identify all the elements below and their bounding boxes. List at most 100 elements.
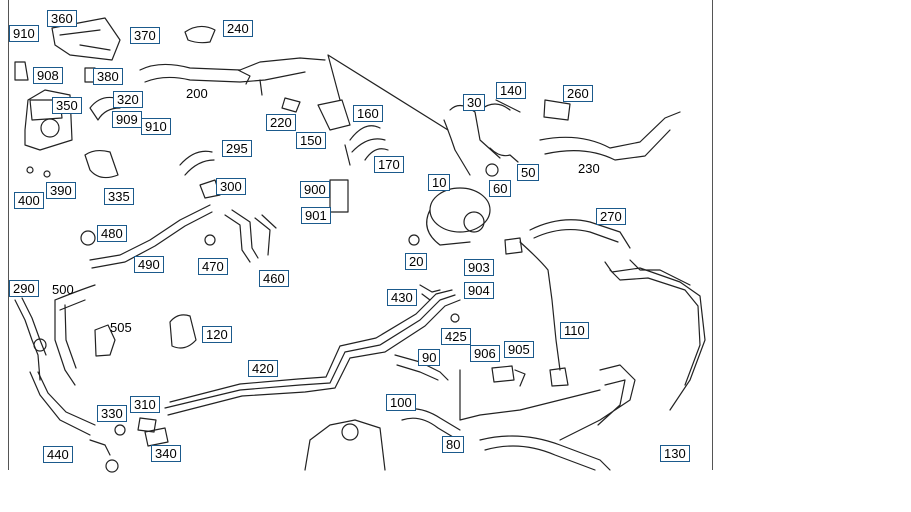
- hose-part: [259, 79, 263, 96]
- callout-label[interactable]: 240: [223, 20, 253, 37]
- bracket-part: [329, 179, 349, 213]
- callout-label[interactable]: 909: [112, 111, 142, 128]
- callout-label[interactable]: 480: [97, 225, 127, 242]
- callout-label[interactable]: 320: [113, 91, 143, 108]
- hose-part: [179, 150, 215, 176]
- callout-label[interactable]: 260: [563, 85, 593, 102]
- diagram-plain-label: 200: [186, 86, 208, 101]
- line-part: [169, 289, 453, 403]
- callout-label[interactable]: 90: [418, 349, 441, 366]
- bolt-part: [419, 284, 441, 301]
- callout-label[interactable]: 460: [259, 270, 289, 287]
- callout-label[interactable]: 905: [504, 341, 534, 358]
- diagram-plain-label: 500: [52, 282, 74, 297]
- connector-part: [504, 237, 523, 255]
- callout-label[interactable]: 160: [353, 105, 383, 122]
- callout-label[interactable]: 440: [43, 446, 73, 463]
- callout-label[interactable]: 901: [301, 207, 331, 224]
- line-part: [89, 204, 213, 269]
- callout-label[interactable]: 400: [14, 192, 44, 209]
- hose-part: [349, 125, 386, 153]
- line-part: [559, 364, 636, 441]
- diagram-plain-label: 230: [578, 161, 600, 176]
- clip-part: [184, 25, 216, 44]
- callout-label[interactable]: 290: [9, 280, 39, 297]
- clamp-part: [199, 179, 221, 199]
- hose-part: [254, 214, 277, 256]
- hose-part: [394, 354, 449, 381]
- callout-label[interactable]: 420: [248, 360, 278, 377]
- callout-label[interactable]: 360: [47, 10, 77, 27]
- sleeve-part: [144, 427, 169, 447]
- callout-label[interactable]: 295: [222, 140, 252, 157]
- callout-label[interactable]: 370: [130, 27, 160, 44]
- callout-label[interactable]: 140: [496, 82, 526, 99]
- clamp-part: [94, 324, 116, 357]
- hose-part: [364, 148, 389, 161]
- diagram-frame: [8, 0, 713, 470]
- connector-part: [514, 369, 526, 387]
- callout-label[interactable]: 30: [463, 94, 486, 111]
- callout-label[interactable]: 10: [428, 174, 451, 191]
- callout-label[interactable]: 470: [198, 258, 228, 275]
- bracket-part: [59, 29, 111, 51]
- callout-label[interactable]: 100: [386, 394, 416, 411]
- callout-label[interactable]: 910: [141, 118, 171, 135]
- callout-label[interactable]: 904: [464, 282, 494, 299]
- clamp-part: [84, 149, 119, 179]
- reservoir-part: [304, 419, 386, 471]
- line-part: [519, 241, 561, 371]
- callout-label[interactable]: 430: [387, 289, 417, 306]
- callout-label[interactable]: 490: [134, 256, 164, 273]
- hose-part: [529, 219, 631, 249]
- callout-label[interactable]: 120: [202, 326, 232, 343]
- sleeve-part: [137, 417, 157, 433]
- hose-part: [479, 99, 521, 113]
- pump-part: [429, 187, 491, 233]
- hose-part: [139, 57, 326, 83]
- callout-label[interactable]: 350: [52, 97, 82, 114]
- diagram-plain-label: 505: [110, 320, 132, 335]
- line-part: [164, 294, 461, 416]
- callout-label[interactable]: 270: [596, 208, 626, 225]
- callout-label[interactable]: 110: [560, 322, 589, 339]
- callout-label[interactable]: 908: [33, 67, 63, 84]
- connector-part: [14, 61, 29, 81]
- clip-part: [237, 69, 251, 85]
- callout-label[interactable]: 425: [441, 328, 471, 345]
- callout-label[interactable]: 380: [93, 68, 123, 85]
- callout-label[interactable]: 390: [46, 182, 76, 199]
- callout-label[interactable]: 906: [470, 345, 500, 362]
- callout-label[interactable]: 50: [517, 164, 540, 181]
- callout-label[interactable]: 330: [97, 405, 127, 422]
- callout-label[interactable]: 900: [300, 181, 330, 198]
- hose-part: [539, 111, 681, 161]
- callout-label[interactable]: 130: [660, 445, 690, 462]
- line-part: [629, 259, 691, 286]
- callout-label[interactable]: 20: [405, 253, 428, 270]
- callout-label[interactable]: 340: [151, 445, 181, 462]
- connector-part: [491, 365, 515, 383]
- hose-part: [14, 297, 47, 381]
- hose-part: [489, 147, 519, 163]
- callout-label[interactable]: 60: [489, 180, 512, 197]
- hose-part: [89, 96, 121, 121]
- callout-label[interactable]: 300: [216, 178, 246, 195]
- callout-label[interactable]: 335: [104, 188, 134, 205]
- valve-body-part: [29, 99, 63, 121]
- valve-part: [317, 99, 351, 131]
- clamp-part: [169, 314, 197, 349]
- callout-label[interactable]: 310: [130, 396, 160, 413]
- hose-part: [89, 439, 111, 456]
- callout-label[interactable]: 150: [296, 132, 326, 149]
- line-part: [327, 54, 449, 131]
- sleeve-part: [543, 99, 571, 121]
- callout-label[interactable]: 80: [442, 436, 465, 453]
- callout-label[interactable]: 903: [464, 259, 494, 276]
- callout-label[interactable]: 910: [9, 25, 39, 42]
- connector-part: [549, 367, 569, 387]
- callout-label[interactable]: 170: [374, 156, 404, 173]
- callout-label[interactable]: 220: [266, 114, 296, 131]
